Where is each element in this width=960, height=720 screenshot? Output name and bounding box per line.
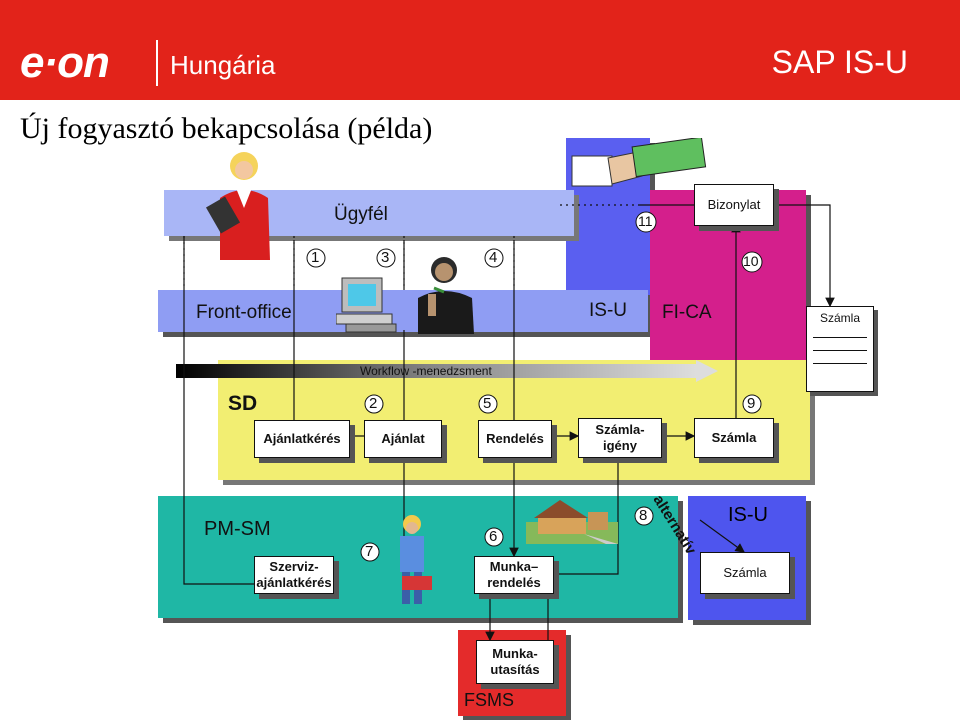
- step-7: 7: [365, 543, 374, 560]
- house-illustration: [526, 500, 618, 544]
- szamlaigeny-box: Számla- igény: [578, 418, 662, 458]
- fica-label: FI-CA: [662, 302, 712, 323]
- ajanlatkeres-box: Ajánlatkérés: [254, 420, 350, 458]
- workflow-arrowhead: [696, 360, 718, 382]
- ajanlat-box: Ajánlat: [364, 420, 442, 458]
- customer-woman-illustration: [206, 152, 270, 260]
- step-1: 1: [311, 249, 320, 266]
- isu-bottom-label: IS-U: [728, 504, 768, 526]
- step-2: 2: [369, 395, 378, 412]
- doc-line: [813, 337, 867, 339]
- pmsm-label: PM-SM: [204, 518, 271, 540]
- page-title: Új fogyasztó bekapcsolása (példa): [20, 112, 433, 145]
- szamla-sd-box: Számla: [694, 418, 774, 458]
- flow-right-loop: [772, 204, 835, 308]
- step-10: 10: [743, 253, 759, 269]
- step-5: 5: [483, 395, 492, 412]
- front-office-lane: [158, 290, 648, 332]
- customer-lane-label: Ügyfél: [334, 204, 388, 225]
- workflow-label: Workflow -menedzsment: [360, 364, 492, 378]
- step-9: 9: [747, 395, 756, 412]
- munkautasitas-box: Munka- utasítás: [476, 640, 554, 684]
- doc-line: [813, 350, 867, 352]
- step-4: 4: [489, 249, 498, 266]
- szamla-isu-box: Számla: [700, 552, 790, 594]
- system-label: SAP IS-U: [771, 44, 908, 80]
- flow-8: [554, 458, 619, 575]
- eon-logo: e·on: [20, 38, 110, 87]
- szervizajanlatkeres-box: Szerviz- ajánlatkérés: [254, 556, 334, 594]
- logo-divider: [156, 40, 158, 86]
- worker-illustration: [400, 515, 432, 604]
- operator-illustration: [418, 257, 474, 334]
- region-label: Hungária: [170, 50, 276, 80]
- flow-left-loop: [183, 250, 254, 585]
- workflow-bar: [176, 364, 696, 378]
- sd-label: SD: [228, 392, 258, 415]
- munkarendeles-box: Munka– rendelés: [474, 556, 554, 594]
- computer-illustration: [336, 277, 397, 333]
- step-8: 8: [639, 507, 648, 524]
- front-office-label: Front-office: [196, 302, 292, 323]
- fsms-label: FSMS: [464, 690, 515, 710]
- step-3: 3: [381, 249, 390, 266]
- szamla-document: Számla: [806, 306, 874, 392]
- flow-alternativ: [699, 519, 745, 553]
- rendeles-box: Rendelés: [478, 420, 552, 458]
- money-hand-illustration: [571, 138, 707, 187]
- doc-line: [813, 363, 867, 365]
- isu-top-label: IS-U: [589, 300, 627, 321]
- step-6: 6: [489, 528, 498, 545]
- step-11: 11: [638, 213, 653, 229]
- szamla-document-title: Számla: [819, 311, 860, 325]
- bizonylat-box: Bizonylat: [694, 184, 774, 226]
- header-bar: [0, 0, 960, 100]
